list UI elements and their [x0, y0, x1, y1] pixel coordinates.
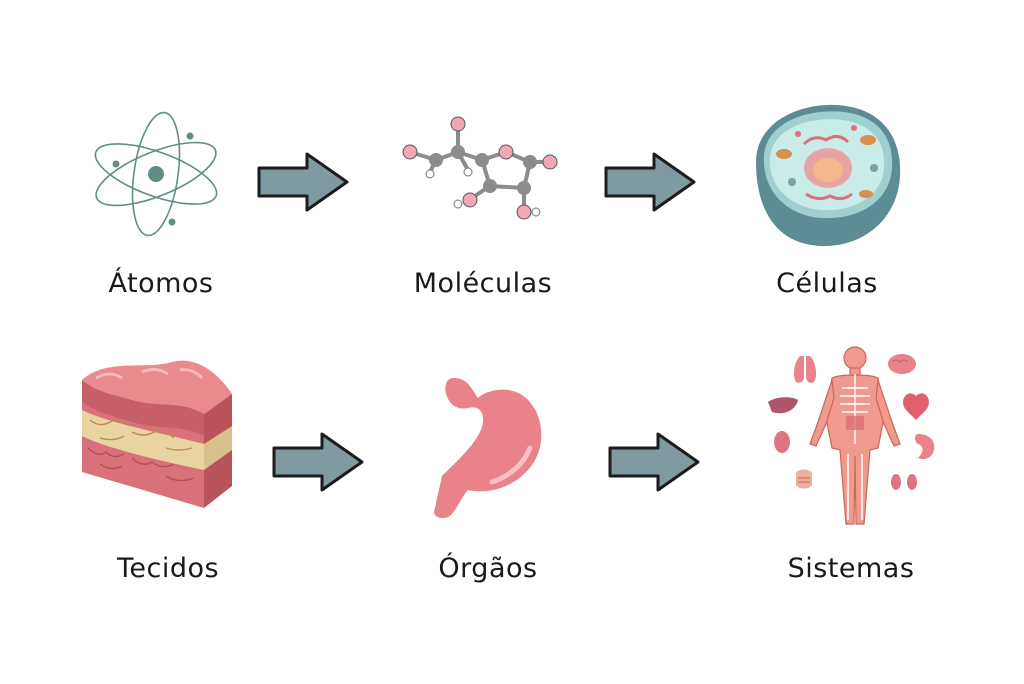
atom-icon — [94, 111, 218, 237]
arrow-right-icon — [257, 152, 349, 212]
label-organs: Órgãos — [438, 553, 538, 584]
label-tissues: Tecidos — [116, 553, 220, 584]
arrow-right-icon — [608, 432, 700, 492]
label-atoms: Átomos — [108, 268, 214, 299]
stomach-icon — [434, 378, 542, 519]
human-body-systems-icon — [768, 346, 935, 525]
tissue-icon — [82, 360, 232, 508]
arrow-right-icon — [272, 432, 364, 492]
label-molecules: Moléculas — [413, 268, 553, 299]
label-systems: Sistemas — [787, 553, 915, 584]
cell-icon — [756, 104, 901, 247]
molecule-icon — [402, 116, 558, 220]
label-cells: Células — [776, 268, 878, 299]
arrow-right-icon — [604, 152, 696, 212]
